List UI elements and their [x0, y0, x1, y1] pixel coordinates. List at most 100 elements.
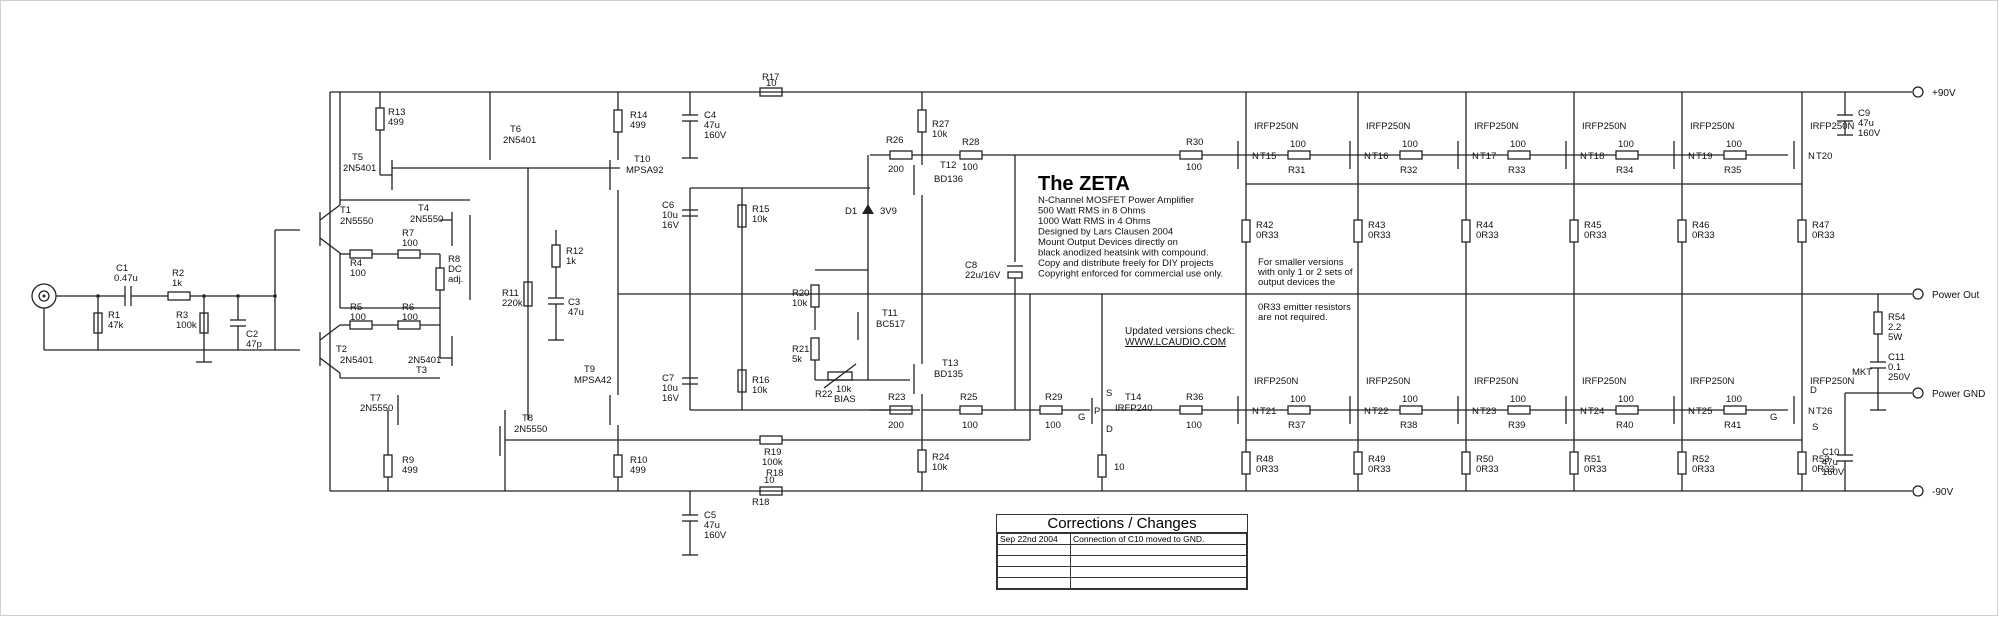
label-t3: T3: [416, 365, 427, 376]
zener-d1: [862, 204, 874, 214]
label-r13: 499: [388, 117, 404, 128]
correction-date: [997, 555, 1071, 567]
label-t5: 2N5401: [343, 163, 376, 174]
mosfet-type: IRFP250N: [1810, 121, 1854, 132]
label-r12: R12: [566, 246, 583, 257]
mosfet-type: IRFP250N: [1474, 121, 1518, 132]
label-r19: 100k: [762, 457, 783, 468]
channel-letter: N: [1808, 151, 1815, 162]
label-r1: 47k: [108, 320, 124, 331]
label-r17: R17: [762, 72, 779, 83]
gate-resistor-r37: [1287, 405, 1311, 415]
label-t14: G: [1078, 412, 1085, 423]
gate-resistor-r34: [1615, 150, 1639, 160]
label-r22: 10k: [836, 384, 852, 395]
resistor-r2: [167, 291, 191, 301]
label-t4: 2N5550: [410, 214, 443, 225]
emitter-resistor-r43: [1353, 219, 1363, 243]
drain-letter: D: [1810, 385, 1817, 396]
label-t12: BD136: [934, 174, 963, 185]
label-t11: T11: [882, 308, 898, 319]
label-r26: R26: [886, 135, 903, 146]
description-line: black anodized heatsink with compound.: [1038, 248, 1209, 259]
emitter-resistor-r49: [1353, 451, 1363, 475]
emitter-value: 0R33: [1476, 464, 1499, 475]
label-r28: R28: [962, 137, 979, 148]
mosfet-type: IRFP250N: [1254, 376, 1298, 387]
label-r17: 10: [766, 78, 777, 89]
component-labels: R1710R13499T62N5401R14499C447u160VT52N54…: [108, 72, 1911, 541]
label-r15: 10k: [752, 214, 768, 225]
correction-text: [1070, 577, 1247, 589]
label-t3: 2N5401: [408, 355, 441, 366]
label-c10: 160V: [1822, 467, 1845, 478]
channel-letter: N: [1252, 406, 1259, 417]
label-c1: 0.47u: [114, 273, 138, 284]
label-r30: 100: [1186, 162, 1202, 173]
label-c9: 160V: [1858, 128, 1881, 139]
label-c10: 47u: [1822, 457, 1838, 468]
label-t6: 2N5401: [503, 135, 536, 146]
label-r24: R24: [932, 452, 949, 463]
label-c4: 47u: [704, 120, 720, 131]
label-t14: D: [1106, 424, 1113, 435]
label-t13: T13: [942, 358, 958, 369]
mosfet-label: T26: [1816, 406, 1832, 417]
emitter-value: 0R33: [1368, 464, 1391, 475]
gate-value: 100: [1290, 394, 1306, 405]
label-t12: T12: [940, 160, 956, 171]
gate-resistor-r41: [1723, 405, 1747, 415]
driver-stage: [319, 87, 1232, 556]
updates-text: Updated versions check:: [1125, 326, 1235, 337]
label-r24: 10k: [932, 462, 948, 473]
label-r7: 100: [402, 238, 418, 249]
emitter-label: R46: [1692, 220, 1709, 231]
channel-letter: N: [1808, 406, 1815, 417]
label-t14: IRFP240: [1115, 403, 1153, 414]
mosfet-type: IRFP250N: [1810, 376, 1854, 387]
emitter-label: R42: [1256, 220, 1273, 231]
gate-value: 100: [1618, 139, 1634, 150]
resistor-r3: [199, 312, 209, 334]
mosfet-type: IRFP250N: [1474, 376, 1518, 387]
label-r8: adj.: [448, 274, 463, 285]
label-r29: 100: [1045, 420, 1061, 431]
emitter-resistor-r44: [1461, 219, 1471, 243]
description-line: Designed by Lars Clausen 2004: [1038, 227, 1173, 238]
label-r18: R18: [752, 497, 769, 508]
label-c11: 0.1: [1888, 362, 1901, 373]
resistor-r1: [93, 312, 103, 334]
terminal-pos: [1912, 86, 1924, 98]
gate-resistor-label: R33: [1508, 165, 1525, 176]
label-c9: C9: [1858, 108, 1870, 119]
emitter-value: 0R33: [1476, 230, 1499, 241]
label-r16: 10k: [752, 385, 768, 396]
label-r14: R14: [630, 110, 647, 121]
label-t2: 2N5401: [340, 355, 373, 366]
description-line: 500 Watt RMS in 8 Ohms: [1038, 206, 1146, 217]
label-r18: 10: [764, 475, 775, 486]
label-r8: R8: [448, 254, 460, 265]
label-c4: C4: [704, 110, 716, 121]
label-r11: R11: [502, 288, 519, 299]
label-t13: BD135: [934, 369, 963, 380]
emitter-resistor-r51: [1569, 451, 1579, 475]
corrections-row: [997, 566, 1247, 578]
label-c9: 47u: [1858, 118, 1874, 129]
updates-link[interactable]: WWW.LCAUDIO.COM: [1125, 337, 1226, 348]
emitter-label: R48: [1256, 454, 1273, 465]
mosfet-type: IRFP250N: [1254, 121, 1298, 132]
label-r11: 220k: [502, 298, 523, 309]
emitter-label: R49: [1368, 454, 1385, 465]
gate-value: 100: [1402, 394, 1418, 405]
emitter-value: 0R33: [1256, 230, 1279, 241]
mosfet-type: IRFP250N: [1366, 376, 1410, 387]
label-c6: 10u: [662, 210, 678, 221]
label-r30: R30: [1186, 137, 1203, 148]
description-line: N-Channel MOSFET Power Amplifier: [1038, 195, 1194, 206]
label-t2: T2: [336, 344, 347, 355]
out-label: Power Out: [1932, 290, 1979, 301]
label-t11: BC517: [876, 319, 905, 330]
terminal-out: [1912, 288, 1924, 300]
